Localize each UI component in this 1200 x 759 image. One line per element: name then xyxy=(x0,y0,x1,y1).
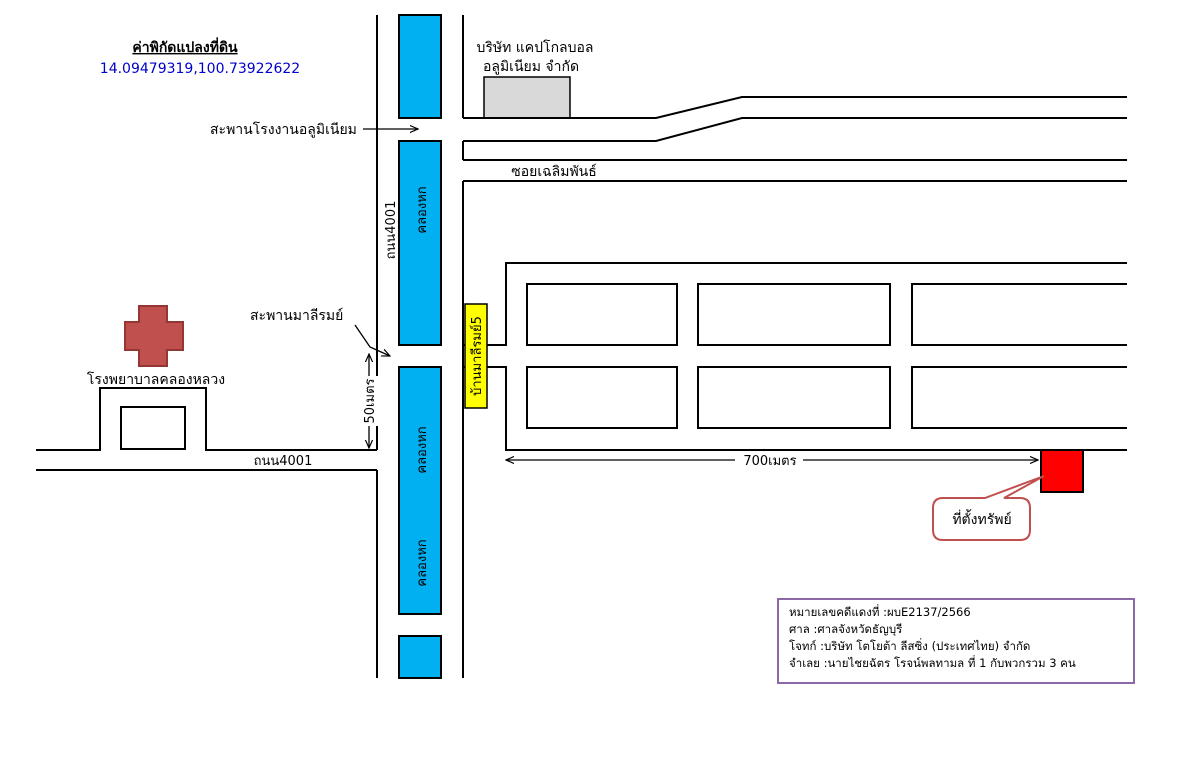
aluminium-bridge-label: สะพานโรงงานอลูมิเนียม xyxy=(210,121,357,138)
distance-700-label: 700เมตร xyxy=(743,454,796,469)
canal xyxy=(398,14,442,679)
company-label-line1: บริษัท แคปโกลบอล xyxy=(476,39,593,56)
soi-label: ซอยเฉลิมพันธ์ xyxy=(511,163,597,180)
village-label: บ้านมาลีรมย์5 xyxy=(469,316,485,396)
village-sign xyxy=(464,303,488,409)
canal-label-3: คลองหก xyxy=(415,539,430,586)
coordinates-value: 14.09479319,100.73922622 xyxy=(100,61,300,77)
distance-50-bg xyxy=(360,376,378,426)
company-building xyxy=(483,76,571,119)
hospital-cross-icon xyxy=(124,305,184,367)
canal-label-1: คลองหก xyxy=(415,186,430,233)
road-horizontal-label: ถนน4001 xyxy=(254,454,313,469)
distance-50-label: 50เมตร xyxy=(363,378,378,423)
mali-bridge-label: สะพานมาลีรมย์ xyxy=(250,307,343,324)
hospital-building xyxy=(120,406,186,450)
road-4001-horizontal xyxy=(36,387,377,471)
company-label-line2: อลูมิเนียม จำกัด xyxy=(483,59,579,75)
village-street-grid xyxy=(463,262,1127,451)
court-name: ศาล :ศาลจังหวัดธัญบุรี xyxy=(789,622,903,636)
hospital-label: โรงพยาบาลคลองหลวง xyxy=(87,371,225,388)
upper-east-roads xyxy=(462,96,1127,182)
canal-label-2: คลองหก xyxy=(415,426,430,473)
case-info-box: หมายเลขคดีแดงที่ :ผบE2137/2566 ศาล :ศาลจ… xyxy=(777,598,1135,684)
property-callout xyxy=(932,475,1045,541)
case-number: หมายเลขคดีแดงที่ :ผบE2137/2566 xyxy=(789,605,971,619)
property-label: ที่ตั้งทรัพย์ xyxy=(952,509,1011,528)
mali-bridge-arrow xyxy=(354,324,390,356)
plaintiff: โจทก์ :บริษัท โตโยต้า ลีสซิ่ง (ประเทศไทย… xyxy=(789,639,1031,653)
property-marker xyxy=(1040,449,1084,493)
road-vertical-label: ถนน4001 xyxy=(384,201,399,260)
distance-700-bg xyxy=(735,451,803,469)
defendant: จำเลย :นายไชยฉัตร โรจน์พลทามล ที่ 1 กับพ… xyxy=(789,656,1076,670)
coordinates-title: ค่าพิกัดแปลงที่ดิน xyxy=(132,37,238,56)
